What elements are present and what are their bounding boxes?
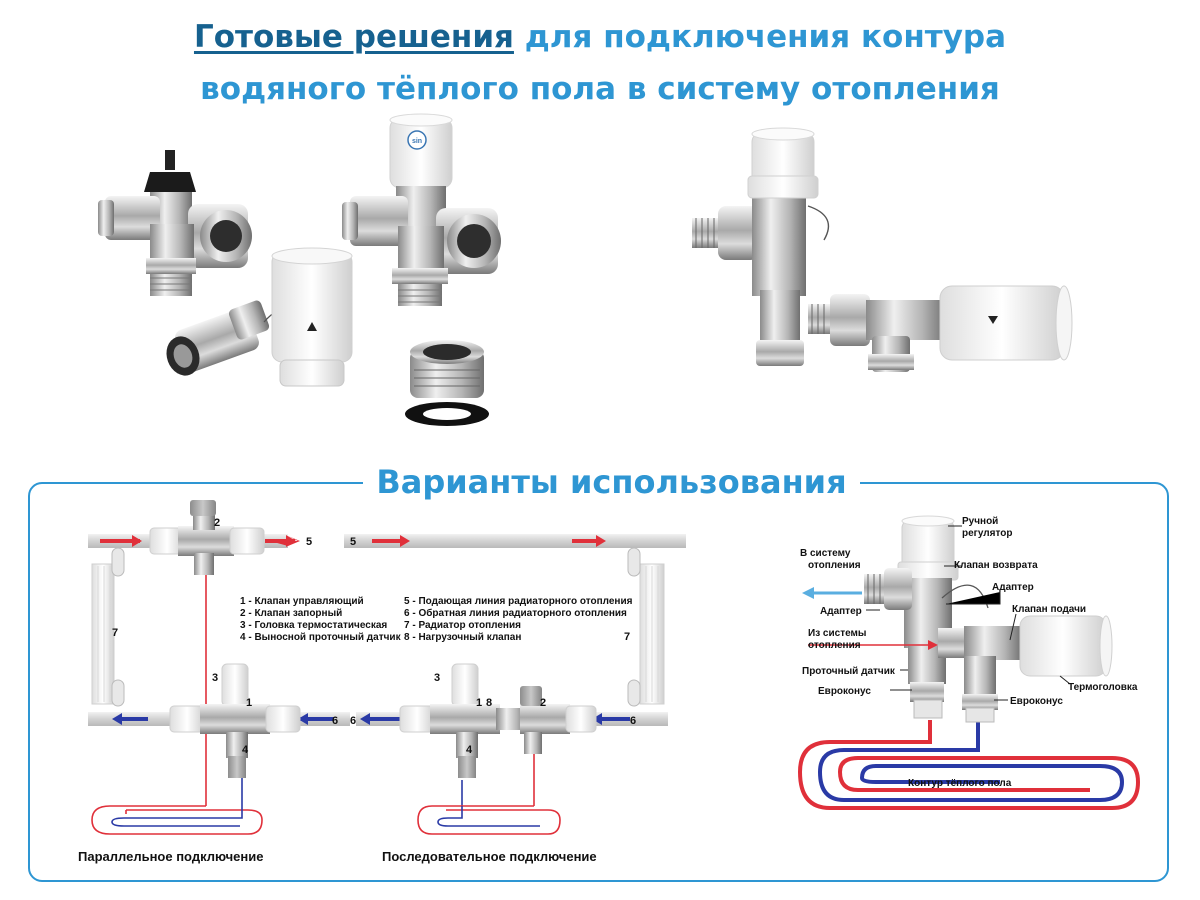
num-8: 8	[486, 697, 492, 709]
title-highlight: Готовые решения	[193, 19, 514, 55]
legend-item: 8 - Нагрузочный клапан	[404, 632, 521, 643]
radiator-left-icon	[91, 547, 125, 707]
legend-item: 1 - Клапан управляющий	[240, 596, 364, 607]
num-4-right: 4	[466, 744, 473, 756]
num-4-left: 4	[242, 744, 249, 756]
num-6-left: 6	[332, 715, 338, 727]
label-manual-regulator-1: Ручной	[962, 516, 998, 527]
label-flow-sensor: Проточный датчик	[802, 666, 896, 677]
supply-valve-icon: sin	[342, 113, 501, 306]
label-from-system-1: Из системы	[808, 628, 866, 639]
thermo-head-icon	[1019, 615, 1107, 677]
label-adapter-left: Адаптер	[820, 606, 862, 617]
flow-sensor-icon	[166, 300, 291, 376]
num-5-left: 5	[306, 536, 312, 548]
thermostatic-head-icon	[271, 247, 353, 387]
legend-item: 3 - Головка термостатическая	[240, 620, 387, 631]
label-from-system-2: отопления	[808, 640, 861, 651]
label-floor-loop: Контур тёплого пола	[908, 778, 1012, 789]
title-rest: для подключения контура	[513, 19, 1007, 55]
num-3-right: 3	[434, 672, 440, 684]
caption-serial: Последовательное подключение	[382, 849, 597, 864]
num-2-top: 2	[214, 517, 220, 529]
product-photo-right	[692, 127, 1073, 372]
thermo-head-small-icon	[221, 663, 249, 707]
legend-item: 7 - Радиатор отопления	[404, 620, 521, 631]
num-1-right: 1	[476, 697, 482, 709]
floor-loop-supply	[797, 720, 1141, 810]
label-thermo-head: Термоголовка	[1068, 682, 1138, 693]
legend-item: 6 - Обратная линия радиаторного отоплени…	[404, 607, 627, 619]
floor-loop-return	[817, 716, 1125, 802]
legend-item: 2 - Клапан запорный	[240, 608, 342, 619]
scheme-legend: 1 - Клапан управляющий 2 - Клапан запорн…	[240, 596, 633, 643]
page-title-line-2: водяного тёплого пола в систему отоплени…	[200, 71, 1000, 107]
label-euroconus-right: Евроконус	[1010, 696, 1063, 707]
num-1-left: 1	[246, 697, 252, 709]
badge-logo: sin	[412, 138, 422, 145]
parallel-scheme	[88, 500, 350, 835]
radiator-right-icon	[627, 547, 665, 707]
num-3-left: 3	[212, 672, 218, 684]
label-supply-valve: Клапан подачи	[1012, 604, 1086, 615]
detailed-assembly-diagram: Ручной регулятор В систему отопления Кла…	[797, 515, 1141, 810]
adapter-icon	[405, 340, 489, 426]
section-title: Варианты использования	[363, 460, 860, 504]
caption-parallel: Параллельное подключение	[78, 849, 263, 864]
num-7-right: 7	[624, 631, 630, 643]
label-to-system-2: отопления	[808, 560, 861, 571]
label-euroconus-left: Евроконус	[818, 686, 871, 697]
label-adapter-top: Адаптер	[992, 582, 1034, 593]
label-return-valve: Клапан возврата	[954, 560, 1038, 571]
legend-item: 4 - Выносной проточный датчик	[240, 632, 402, 643]
control-valve-icon	[98, 150, 252, 296]
label-manual-regulator-2: регулятор	[962, 528, 1012, 539]
num-2-right: 2	[540, 697, 546, 709]
num-7-left: 7	[112, 627, 118, 639]
product-photo-left: sin	[98, 113, 501, 426]
serial-scheme	[344, 534, 686, 835]
num-6-mid: 6	[350, 715, 356, 727]
num-6-right: 6	[630, 715, 636, 727]
legend-item: 5 - Подающая линия радиаторного отоплени…	[404, 596, 633, 607]
page-title-line-1: Готовые решения для подключения контура	[0, 16, 1200, 58]
label-to-system-1: В систему	[800, 548, 851, 559]
num-5-right: 5	[350, 536, 356, 548]
